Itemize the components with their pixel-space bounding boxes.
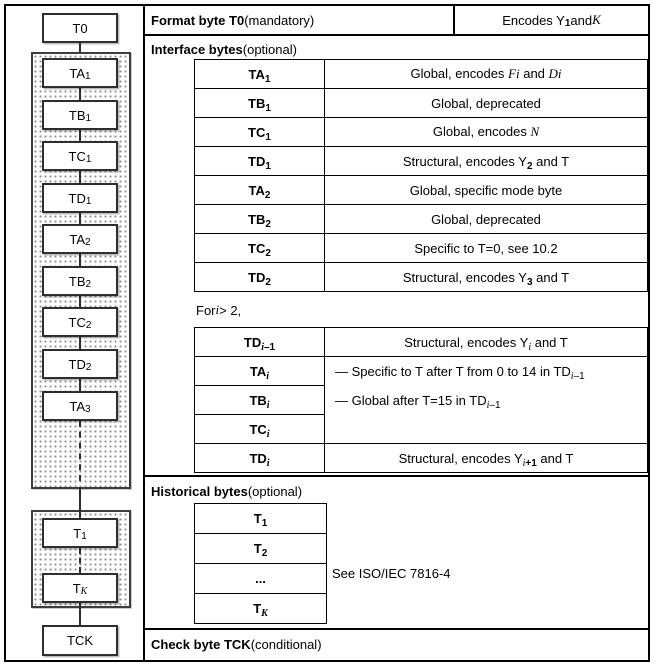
table-row: TBi (194, 385, 648, 415)
table-row: TCi (194, 414, 648, 444)
interface-bytes-heading-rest: (optional) (242, 41, 297, 57)
connector-dashed (79, 421, 81, 481)
check-byte-heading: Check byte TCK (conditional) (151, 630, 322, 658)
box-tck: TCK (42, 625, 118, 656)
section-line (145, 475, 648, 477)
section-line (145, 628, 648, 630)
see-reference-note: See ISO/IEC 7816-4 (332, 566, 451, 581)
merged-line-global: — Global after T=15 in TDi–1 (335, 393, 501, 411)
connector-line (79, 252, 81, 268)
format-byte-heading-rest: (mandatory) (244, 12, 315, 28)
merged-line-specific: — Specific to T after T from 0 to 14 in … (335, 364, 585, 382)
byte-label: TAi (194, 356, 325, 386)
connector-line (79, 128, 81, 143)
byte-description: Global, deprecated (324, 88, 648, 118)
byte-label: TD2 (194, 262, 325, 292)
interface-bytes-heading-bold: Interface bytes (151, 41, 243, 57)
byte-label: TB2 (194, 204, 325, 234)
box-t0: T0 (42, 13, 118, 43)
byte-label: TDi–1 (194, 327, 325, 357)
connector-line (79, 294, 81, 309)
connector-line (79, 335, 81, 351)
byte-description: Structural, encodes Yi and T (324, 327, 648, 357)
format-row-divider (453, 6, 455, 34)
byte-label: TK (194, 593, 327, 624)
section-line (145, 34, 648, 36)
table-row: ... (194, 563, 327, 594)
interface-bytes-table-2: TDi–1 Structural, encodes Yi and T TAi —… (194, 327, 648, 473)
format-byte-heading: Format byte T0 (mandatory) (151, 6, 314, 34)
byte-description: Global, deprecated (324, 204, 648, 234)
for-i-note: For i > 2, (196, 302, 242, 318)
byte-description: Global, specific mode byte (324, 175, 648, 205)
table-row: TDi Structural, encodes Yi+1 and T (194, 443, 648, 473)
table-row: TAi — Specific to T after T from 0 to 14… (194, 356, 648, 444)
historical-bytes-heading-bold: Historical bytes (151, 483, 248, 499)
connector-dashed (79, 548, 81, 573)
byte-label: TA1 (194, 59, 325, 89)
merged-description-cell: — Specific to T after T from 0 to 14 in … (324, 356, 648, 444)
connector-line (79, 377, 81, 393)
byte-description: Structural, encodes Y2 and T (324, 146, 648, 176)
byte-label: TBi (194, 385, 325, 415)
outer-frame (4, 4, 650, 662)
byte-label: ... (194, 563, 327, 594)
column-divider (143, 4, 145, 662)
byte-label: TC2 (194, 233, 325, 263)
connector-line (79, 43, 81, 52)
byte-label: TC1 (194, 117, 325, 147)
byte-label: TCi (194, 414, 325, 444)
table-row: TK (194, 593, 327, 624)
connector-line (79, 169, 81, 185)
byte-description: Structural, encodes Yi+1 and T (324, 443, 648, 473)
connector-line (79, 488, 81, 518)
table-row: TDi–1 Structural, encodes Yi and T (194, 327, 648, 357)
historical-bytes-table: T1 T2 ... TK (194, 503, 327, 624)
connector-line (79, 211, 81, 226)
byte-label: TDi (194, 443, 325, 473)
connector-line (79, 86, 81, 102)
check-byte-heading-bold: Check byte TCK (151, 636, 251, 652)
connector-line (79, 603, 81, 625)
byte-description: Structural, encodes Y3 and T (324, 262, 648, 292)
check-byte-heading-rest: (conditional) (250, 636, 322, 652)
historical-bytes-heading: Historical bytes (optional) (151, 478, 302, 504)
interface-bytes-heading: Interface bytes (optional) (151, 36, 297, 62)
format-byte-heading-bold: Format byte T0 (151, 12, 245, 28)
historical-bytes-heading-rest: (optional) (247, 483, 303, 499)
